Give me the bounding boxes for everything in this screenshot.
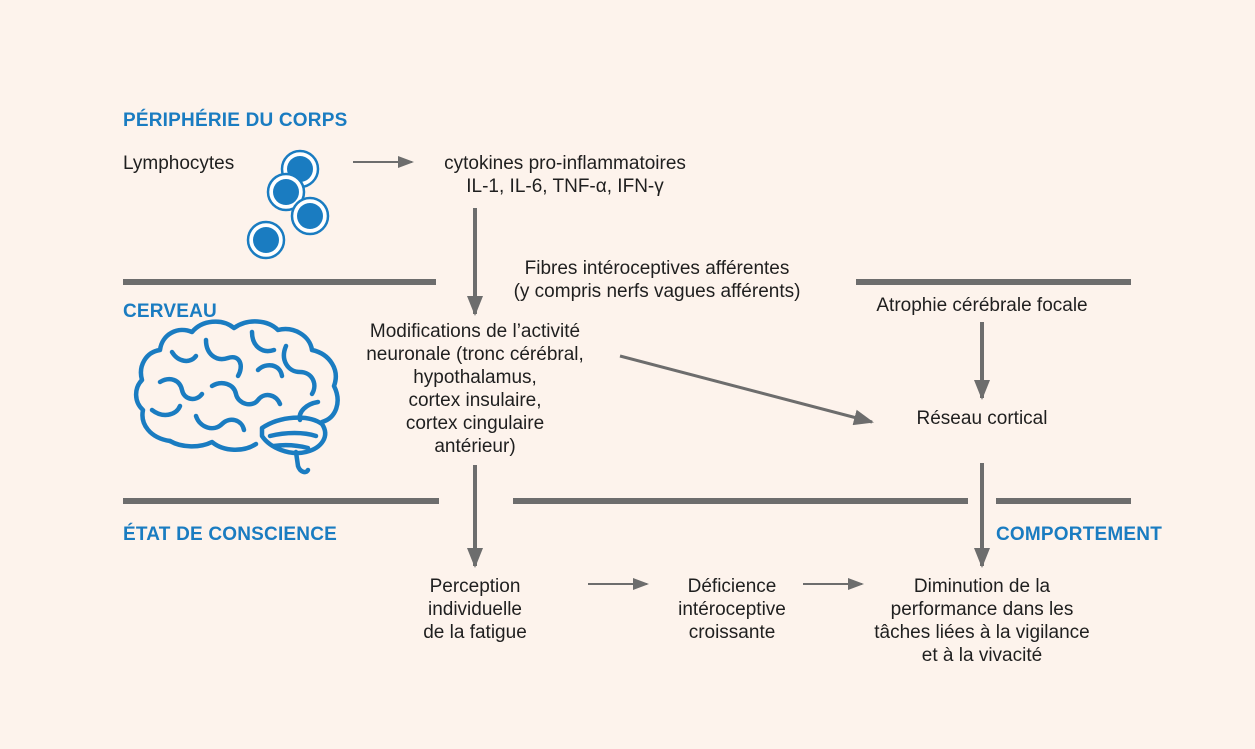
node-deficiency-line: croissante xyxy=(688,622,776,643)
node-performance: Diminution de la performance dans les tâ… xyxy=(874,575,1089,667)
node-cytokines: cytokines pro-inflammatoires IL-1, IL-6,… xyxy=(444,152,686,198)
node-performance-line: performance dans les xyxy=(890,599,1074,620)
section-consciousness: ÉTAT DE CONSCIENCE xyxy=(123,524,338,545)
node-fibres-line2: (y compris nerfs vagues afférents) xyxy=(513,281,801,302)
node-perception: Perception individuelle de la fatigue xyxy=(423,575,527,644)
node-cytokines-line2: IL-1, IL-6, TNF-α, IFN-γ xyxy=(466,176,664,197)
separator-lines xyxy=(123,279,1131,504)
node-deficiency-line: intéroceptive xyxy=(678,599,786,620)
node-atrophy: Atrophie cérébrale focale xyxy=(876,295,1088,316)
node-performance-line: tâches liées à la vigilance xyxy=(874,622,1090,643)
node-deficiency: Déficience intéroceptive croissante xyxy=(678,575,786,644)
section-brain: CERVEAU xyxy=(123,301,217,322)
node-neuronal-line: Modifications de l’activité xyxy=(369,321,581,342)
lymphocyte-cells-icon xyxy=(246,149,330,260)
node-neuronal-line: neuronale (tronc cérébral, xyxy=(366,344,584,365)
brain-icon xyxy=(133,319,340,475)
node-neuronal-line: hypothalamus, xyxy=(413,367,537,388)
node-cortical-network: Réseau cortical xyxy=(916,408,1048,429)
arrow-neuronal-to-cortical xyxy=(619,354,874,426)
node-deficiency-line: Déficience xyxy=(687,576,777,597)
node-lymphocytes: Lymphocytes xyxy=(123,153,235,174)
node-cytokines-line1: cytokines pro-inflammatoires xyxy=(444,153,686,174)
node-performance-line: et à la vivacité xyxy=(921,645,1043,666)
node-neuronal-activity: Modifications de l’activité neuronale (t… xyxy=(366,320,584,458)
node-performance-line: Diminution de la xyxy=(913,576,1051,597)
node-perception-line: individuelle xyxy=(427,599,522,620)
node-neuronal-line: cortex insulaire, xyxy=(408,390,542,411)
node-neuronal-line: cortex cingulaire xyxy=(405,413,545,434)
node-neuronal-line: antérieur) xyxy=(434,436,516,457)
section-periphery: PÉRIPHÉRIE DU CORPS xyxy=(123,110,348,131)
node-fibres-line1: Fibres intéroceptives afférentes xyxy=(524,258,790,279)
node-fibres: Fibres intéroceptives afférentes (y comp… xyxy=(514,257,801,303)
section-behavior: COMPORTEMENT xyxy=(996,524,1163,545)
node-perception-line: de la fatigue xyxy=(423,622,527,643)
node-perception-line: Perception xyxy=(429,576,521,597)
